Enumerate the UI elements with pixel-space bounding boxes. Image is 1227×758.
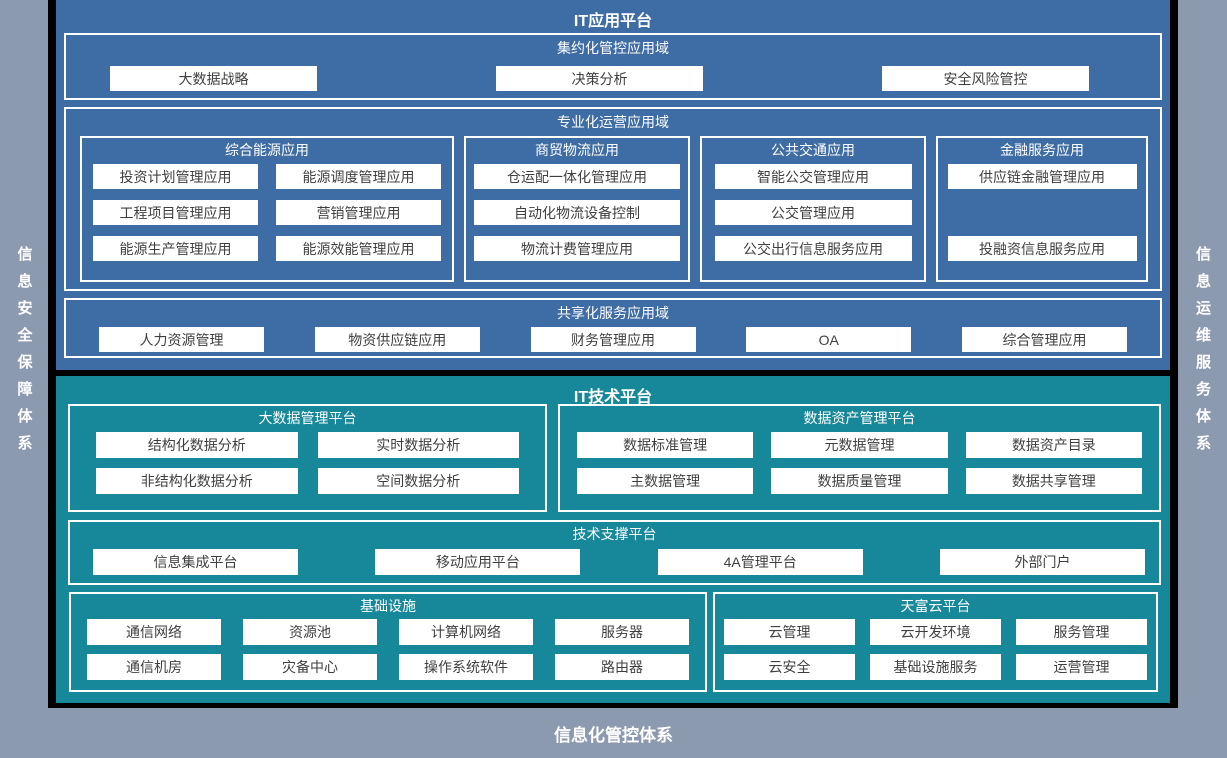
app-box: 能源效能管理应用 <box>276 236 441 261</box>
app-box: OA <box>746 327 912 352</box>
tech-box: 资源池 <box>243 619 377 645</box>
specialized-groups-row: 综合能源应用 投资计划管理应用 能源调度管理应用 工程项目管理应用 营销管理应用… <box>66 136 1160 282</box>
content-frame: IT应用平台 集约化管控应用域 大数据战略 决策分析 安全风险管控 专业化运营应… <box>48 0 1178 708</box>
infrastructure-group: 基础设施 通信网络 资源池 计算机网络 服务器 通信机房 灾备中心 操作系统软件… <box>69 592 707 692</box>
it-app-platform-title: IT应用平台 <box>573 13 653 30</box>
tech-support-platform-panel: 技术支撑平台 信息集成平台 移动应用平台 4A管理平台 外部门户 <box>68 520 1161 585</box>
transit-apps-group: 公共交通应用 智能公交管理应用 公交管理应用 公交出行信息服务应用 <box>700 136 926 282</box>
tech-row-infrastructure: 基础设施 通信网络 资源池 计算机网络 服务器 通信机房 灾备中心 操作系统软件… <box>69 592 1158 692</box>
tech-box: 云管理 <box>724 619 855 645</box>
cloud-platform-title: 天富云平台 <box>900 598 971 614</box>
app-box: 物资供应链应用 <box>314 327 480 352</box>
energy-apps-title: 综合能源应用 <box>225 142 309 158</box>
app-box: 投融资信息服务应用 <box>947 236 1137 261</box>
app-box: 公交管理应用 <box>714 200 912 225</box>
data-asset-platform-title: 数据资产管理平台 <box>803 410 916 426</box>
transit-apps-title: 公共交通应用 <box>771 142 855 158</box>
app-box: 能源生产管理应用 <box>93 236 258 261</box>
tech-box: 灾备中心 <box>243 654 377 680</box>
tech-box: 信息集成平台 <box>93 549 298 575</box>
app-box: 决策分析 <box>496 66 703 91</box>
app-box: 智能公交管理应用 <box>714 164 912 189</box>
bottom-bar: 信息化管控体系 <box>0 708 1227 758</box>
logistics-apps-list: 仓运配一体化管理应用 自动化物流设备控制 物流计费管理应用 <box>466 164 688 261</box>
tech-box: 通信机房 <box>87 654 221 680</box>
transit-apps-list: 智能公交管理应用 公交管理应用 公交出行信息服务应用 <box>702 164 924 261</box>
app-box: 工程项目管理应用 <box>93 200 258 225</box>
data-asset-grid: 数据标准管理 元数据管理 数据资产目录 主数据管理 数据质量管理 数据共享管理 <box>560 432 1159 494</box>
specialized-domain-panel: 专业化运营应用域 综合能源应用 投资计划管理应用 能源调度管理应用 工程项目管理… <box>64 107 1162 291</box>
tech-box: 通信网络 <box>87 619 221 645</box>
app-box: 安全风险管控 <box>882 66 1089 91</box>
shared-domain-title: 共享化服务应用域 <box>557 305 669 321</box>
tech-box: 云安全 <box>724 654 855 680</box>
bottom-bar-label: 信息化管控体系 <box>554 725 673 745</box>
finance-apps-title: 金融服务应用 <box>1000 142 1084 158</box>
tech-box: 服务器 <box>555 619 689 645</box>
data-asset-platform-group: 数据资产管理平台 数据标准管理 元数据管理 数据资产目录 主数据管理 数据质量管… <box>558 404 1161 512</box>
bigdata-platform-group: 大数据管理平台 结构化数据分析 实时数据分析 非结构化数据分析 空间数据分析 <box>68 404 547 512</box>
finance-apps-group: 金融服务应用 供应链金融管理应用 投融资信息服务应用 <box>936 136 1148 282</box>
tech-box: 外部门户 <box>939 549 1145 575</box>
energy-apps-grid: 投资计划管理应用 能源调度管理应用 工程项目管理应用 营销管理应用 能源生产管理… <box>82 164 452 261</box>
right-sidebar-label: 信息运维服务体系 <box>1194 246 1211 462</box>
shared-box-row: 人力资源管理 物资供应链应用 财务管理应用 OA 综合管理应用 <box>66 327 1160 352</box>
app-box: 营销管理应用 <box>276 200 441 225</box>
infrastructure-grid: 通信网络 资源池 计算机网络 服务器 通信机房 灾备中心 操作系统软件 路由器 <box>71 619 705 680</box>
cloud-platform-group: 天富云平台 云管理 云开发环境 服务管理 云安全 基础设施服务 运营管理 <box>713 592 1158 692</box>
it-app-platform-panel: IT应用平台 集约化管控应用域 大数据战略 决策分析 安全风险管控 专业化运营应… <box>56 0 1170 370</box>
tech-box: 基础设施服务 <box>870 654 1001 680</box>
centralized-domain-title: 集约化管控应用域 <box>557 40 669 56</box>
tech-box: 元数据管理 <box>771 432 948 458</box>
left-sidebar-label: 信息安全保障体系 <box>15 246 33 462</box>
app-box: 大数据战略 <box>110 66 317 91</box>
centralized-box-row: 大数据战略 决策分析 安全风险管控 <box>66 66 1160 91</box>
tech-box: 操作系统软件 <box>399 654 533 680</box>
app-box: 公交出行信息服务应用 <box>714 236 912 261</box>
app-box: 财务管理应用 <box>530 327 696 352</box>
tech-box: 主数据管理 <box>577 468 754 494</box>
app-box: 人力资源管理 <box>99 327 264 352</box>
bigdata-platform-title: 大数据管理平台 <box>258 410 357 426</box>
tech-box: 4A管理平台 <box>657 549 863 575</box>
cloud-grid: 云管理 云开发环境 服务管理 云安全 基础设施服务 运营管理 <box>715 619 1156 680</box>
app-box: 仓运配一体化管理应用 <box>474 164 680 189</box>
energy-apps-group: 综合能源应用 投资计划管理应用 能源调度管理应用 工程项目管理应用 营销管理应用… <box>80 136 454 282</box>
finance-apps-list: 供应链金融管理应用 投融资信息服务应用 <box>938 164 1146 261</box>
tech-box: 路由器 <box>555 654 689 680</box>
tech-box: 运营管理 <box>1016 654 1147 680</box>
tech-row-data-platforms: 大数据管理平台 结构化数据分析 实时数据分析 非结构化数据分析 空间数据分析 数… <box>68 404 1161 512</box>
logistics-apps-title: 商贸物流应用 <box>535 142 619 158</box>
app-box: 综合管理应用 <box>962 327 1127 352</box>
shared-domain-panel: 共享化服务应用域 人力资源管理 物资供应链应用 财务管理应用 OA 综合管理应用 <box>64 298 1162 358</box>
it-tech-platform-panel: IT技术平台 大数据管理平台 结构化数据分析 实时数据分析 非结构化数据分析 空… <box>56 376 1170 703</box>
tech-box: 数据资产目录 <box>965 432 1142 458</box>
app-box: 物流计费管理应用 <box>474 236 680 261</box>
app-box: 自动化物流设备控制 <box>474 200 680 225</box>
it-tech-platform-title: IT技术平台 <box>573 389 653 406</box>
app-box: 供应链金融管理应用 <box>947 164 1137 189</box>
tech-box: 数据标准管理 <box>577 432 754 458</box>
centralized-domain-panel: 集约化管控应用域 大数据战略 决策分析 安全风险管控 <box>64 33 1162 100</box>
logistics-apps-group: 商贸物流应用 仓运配一体化管理应用 自动化物流设备控制 物流计费管理应用 <box>464 136 690 282</box>
app-box: 投资计划管理应用 <box>93 164 258 189</box>
app-box: 能源调度管理应用 <box>276 164 441 189</box>
tech-box: 空间数据分析 <box>317 468 519 494</box>
tech-box: 数据共享管理 <box>965 468 1142 494</box>
specialized-domain-title: 专业化运营应用域 <box>557 114 669 130</box>
right-sidebar: 信息运维服务体系 <box>1178 0 1227 708</box>
tech-box: 计算机网络 <box>399 619 533 645</box>
tech-box: 服务管理 <box>1016 619 1147 645</box>
tech-box: 结构化数据分析 <box>96 432 298 458</box>
tech-box: 非结构化数据分析 <box>96 468 298 494</box>
bigdata-grid: 结构化数据分析 实时数据分析 非结构化数据分析 空间数据分析 <box>70 432 545 494</box>
tech-box: 移动应用平台 <box>375 549 581 575</box>
tech-box: 云开发环境 <box>870 619 1001 645</box>
infrastructure-title: 基础设施 <box>360 598 416 614</box>
tech-box: 实时数据分析 <box>317 432 519 458</box>
tech-box: 数据质量管理 <box>771 468 948 494</box>
tech-support-platform-title: 技术支撑平台 <box>572 526 657 542</box>
tech-support-row: 信息集成平台 移动应用平台 4A管理平台 外部门户 <box>70 549 1159 575</box>
left-sidebar: 信息安全保障体系 <box>0 0 48 708</box>
